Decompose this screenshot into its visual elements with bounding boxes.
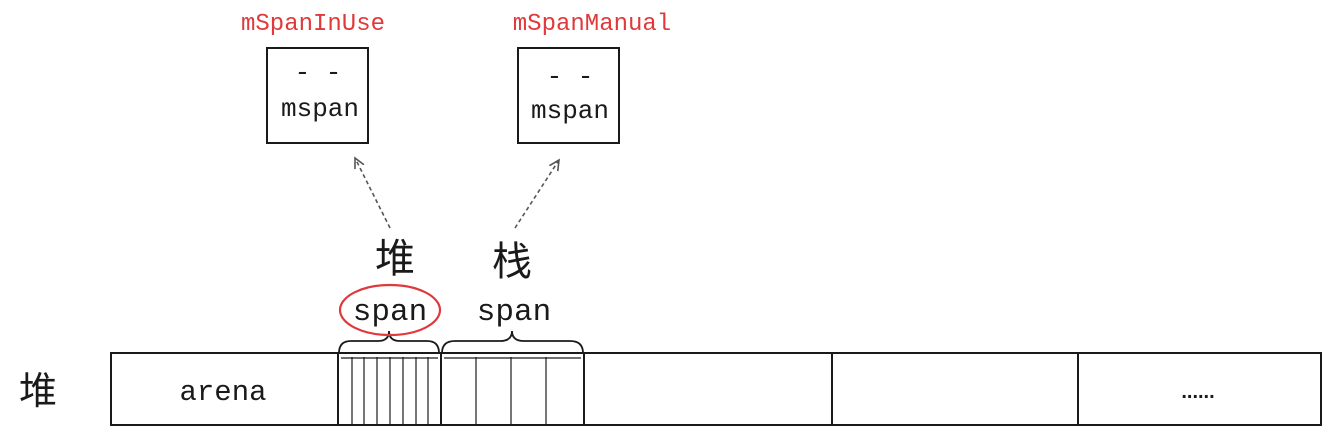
mspan-manual-label: mspan (531, 96, 609, 126)
heap-row-label: 堆 (19, 371, 57, 413)
mspan-manual-list-name: mSpanManual (513, 11, 671, 38)
mspan-inuse-list-name: mSpanInUse (241, 11, 385, 38)
mspan-inuse-dashes: - - (295, 58, 342, 88)
heap-span-label: span (353, 295, 427, 330)
mspan-inuse-box: - - mspan (266, 47, 369, 144)
mspan-manual-dashes: - - (547, 62, 594, 92)
heap-span-pages (341, 357, 438, 425)
mspan-inuse-label: mspan (281, 94, 359, 124)
stack-span-brace (441, 330, 584, 354)
heap-span-brace (338, 330, 440, 354)
arena-label: arena (179, 376, 266, 409)
mspan-manual-box: - - mspan (517, 47, 620, 144)
stack-span-pages (444, 357, 581, 425)
stack-span-label: span (477, 295, 551, 330)
stack-to-manual-arrow (514, 160, 559, 229)
ellipsis-label: ...... (1181, 381, 1214, 403)
heap-arena-row (110, 352, 1322, 426)
highlight-circle (338, 283, 442, 337)
heap-to-inuse-arrow (355, 158, 391, 229)
heap-kind-glyph: 堆 (375, 236, 415, 281)
stack-kind-glyph: 栈 (492, 239, 532, 284)
heap-row-frame (110, 352, 1322, 426)
